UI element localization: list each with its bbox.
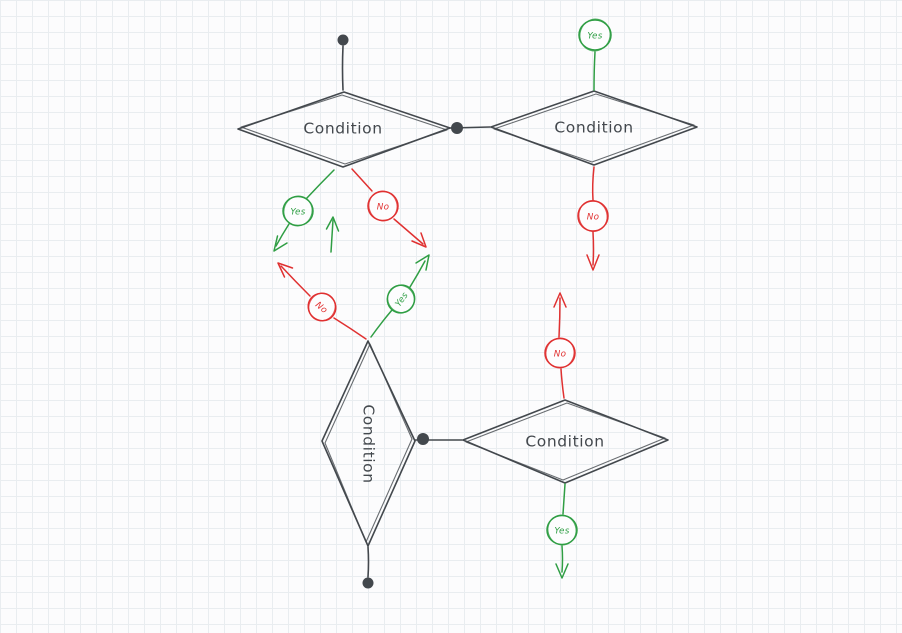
stem-line xyxy=(367,546,370,578)
diamond-outline-sketch xyxy=(324,343,413,543)
edge-label-badge-sketch xyxy=(387,284,415,314)
node-label: Condition xyxy=(303,120,382,138)
diamond-outline-sketch xyxy=(240,94,448,165)
edge-top-left-no[interactable]: No xyxy=(351,168,427,248)
stem-line xyxy=(341,45,344,91)
arrowhead xyxy=(415,254,430,271)
edge-line xyxy=(330,219,334,253)
start-dot-top[interactable] xyxy=(337,34,349,91)
junction-dot xyxy=(451,122,463,134)
edge-label-badge-sketch xyxy=(579,18,611,52)
edge-label-badge-sketch xyxy=(308,292,336,322)
edge-label-badge-sketch xyxy=(545,337,575,369)
edge-line xyxy=(393,218,424,245)
link-bottom-left-to-bottom-right[interactable] xyxy=(414,433,463,445)
edge-line xyxy=(562,483,566,515)
node-label: Condition xyxy=(525,433,604,451)
arrowhead xyxy=(586,254,600,271)
edge-line xyxy=(370,309,393,338)
edge-line xyxy=(280,265,311,297)
edge-label-badge-sketch xyxy=(547,514,577,546)
arrowhead xyxy=(411,232,427,248)
edge-label: No xyxy=(377,203,390,213)
edge-line xyxy=(333,317,367,340)
up-arrow-green[interactable] xyxy=(325,216,340,253)
diamond-outline xyxy=(321,340,416,547)
condition-node-bottom-left[interactable]: Condition xyxy=(321,340,416,547)
end-dot-bottom[interactable] xyxy=(362,546,374,589)
edge-line xyxy=(558,297,561,338)
diamond-outline-sketch xyxy=(465,402,666,481)
junction-dot xyxy=(417,433,429,445)
edge-line xyxy=(409,260,426,288)
arrowhead xyxy=(325,216,340,232)
edge-bottom-right-no[interactable]: No xyxy=(543,292,578,399)
edge-line xyxy=(275,223,290,247)
diamond-outline xyxy=(462,399,669,484)
arrowhead xyxy=(553,292,567,308)
diamond-outline-sketch xyxy=(493,93,695,163)
edge-line xyxy=(592,231,595,266)
edge-label: Yes xyxy=(290,208,305,218)
edge-line xyxy=(591,166,595,201)
edge-label-badge-sketch xyxy=(283,195,313,227)
edge-label: Yes xyxy=(554,527,569,537)
edge-line xyxy=(593,51,596,91)
edge-label: No xyxy=(587,213,600,223)
arrowhead xyxy=(277,262,294,278)
terminal-dot xyxy=(362,577,374,589)
edge-label: No xyxy=(554,350,567,360)
edge-line xyxy=(560,368,565,399)
edge-label-badge-sketch xyxy=(368,190,398,222)
diamond-outline xyxy=(490,90,698,166)
arrowhead xyxy=(273,235,288,252)
edge-top-right-no[interactable]: No xyxy=(575,166,610,271)
edge-bottom-right-yes[interactable]: Yes xyxy=(544,483,580,579)
edge-label-badge-sketch xyxy=(578,200,608,232)
edge-label-badge xyxy=(578,19,612,51)
node-label: Condition xyxy=(360,404,378,483)
edge-bottom-left-no[interactable]: No xyxy=(277,262,367,340)
node-label: Condition xyxy=(554,119,633,137)
condition-node-top-left[interactable]: Condition xyxy=(237,91,451,168)
edge-line xyxy=(305,169,335,200)
edge-line xyxy=(351,168,373,192)
edge-bottom-left-yes[interactable]: Yes xyxy=(370,254,430,338)
arrowhead xyxy=(555,563,569,579)
condition-node-top-right[interactable]: Condition xyxy=(490,90,698,166)
edge-line xyxy=(561,545,564,573)
edge-top-right-yes[interactable]: Yes xyxy=(576,15,614,91)
condition-node-bottom-right[interactable]: Condition xyxy=(462,399,669,484)
link-top-left-to-top-right[interactable] xyxy=(449,122,491,134)
edge-label: Yes xyxy=(587,32,602,42)
edge-top-left-yes[interactable]: Yes xyxy=(273,169,335,252)
terminal-dot xyxy=(337,34,349,46)
